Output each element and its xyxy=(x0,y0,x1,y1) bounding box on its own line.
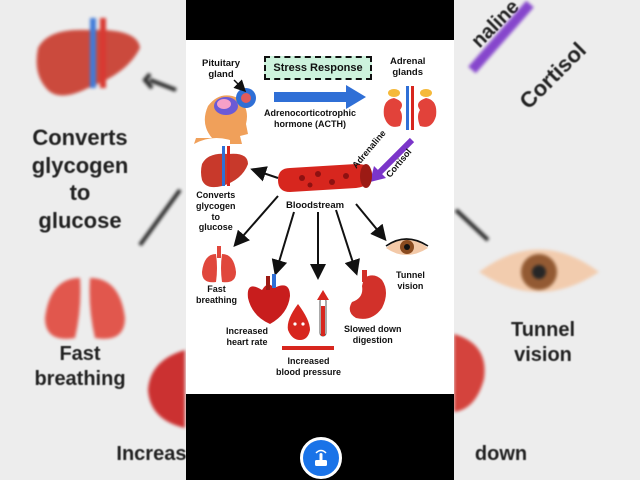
pressure-gauge-icon xyxy=(317,290,329,337)
background-down-text: down xyxy=(474,443,528,465)
bloodstream-label: Bloodstream xyxy=(286,200,345,211)
pointer-line xyxy=(233,79,247,93)
acth-label: Adrenocorticotrophic hormone (ACTH) xyxy=(264,108,357,129)
liver-icon xyxy=(36,18,140,96)
tap-hand-icon xyxy=(315,449,327,466)
center-stage: Stress Response Pituitary gland Adrenal … xyxy=(186,0,454,480)
head-brain-icon xyxy=(194,88,256,144)
background-tunnel-vision-text: Tunnel vision xyxy=(510,319,576,366)
effect-arrows xyxy=(233,166,387,280)
background-fast-breathing-text: Fast breathing xyxy=(34,343,126,390)
stomach-icon xyxy=(454,334,485,412)
lungs-icon xyxy=(202,246,236,283)
blood-pressure-label: Increased blood pressure xyxy=(276,356,342,377)
lungs-icon xyxy=(45,278,125,339)
eye-icon xyxy=(385,238,429,255)
arrow-icon xyxy=(138,72,182,247)
arrow-icon xyxy=(454,208,490,242)
background-converts-text: Converts glycogen to glucose xyxy=(31,125,129,233)
background-left-panel: Converts glycogen to glucose Fast breath… xyxy=(0,0,186,480)
diagram-card: Stress Response Pituitary gland Adrenal … xyxy=(186,40,454,394)
heart-icon xyxy=(247,274,290,324)
tunnel-vision-label: Tunnel vision xyxy=(396,270,425,291)
adrenal-glands-label: Adrenal glands xyxy=(390,56,426,79)
adrenaline-cortisol-arrow xyxy=(370,137,415,182)
pressure-bar xyxy=(282,346,334,350)
eye-icon xyxy=(479,249,599,292)
pituitary-gland-label: Pituitary gland xyxy=(202,58,241,81)
background-right-panel: naline Cortisol Tunnel vision down xyxy=(454,0,640,480)
stress-response-box: Stress Response xyxy=(264,56,372,80)
fast-breathing-label: Fast breathing xyxy=(196,284,238,305)
heart-icon xyxy=(148,350,185,428)
converts-glycogen-label: Converts glycogen to glucose xyxy=(196,190,236,233)
acth-arrow xyxy=(274,85,366,109)
tap-button[interactable] xyxy=(300,437,342,479)
cortisol-arrow-icon xyxy=(468,0,534,74)
liver-icon xyxy=(201,146,248,188)
blood-vessel-icon xyxy=(278,164,372,192)
diagram-graphics xyxy=(194,79,437,350)
heart-rate-label: Increased heart rate xyxy=(226,326,269,347)
blood-drop-icon xyxy=(287,304,310,340)
kidneys-icon xyxy=(383,86,437,130)
stomach-icon xyxy=(349,270,386,319)
background-increase-text: Increase xyxy=(116,443,186,465)
digestion-label: Slowed down digestion xyxy=(344,324,402,345)
